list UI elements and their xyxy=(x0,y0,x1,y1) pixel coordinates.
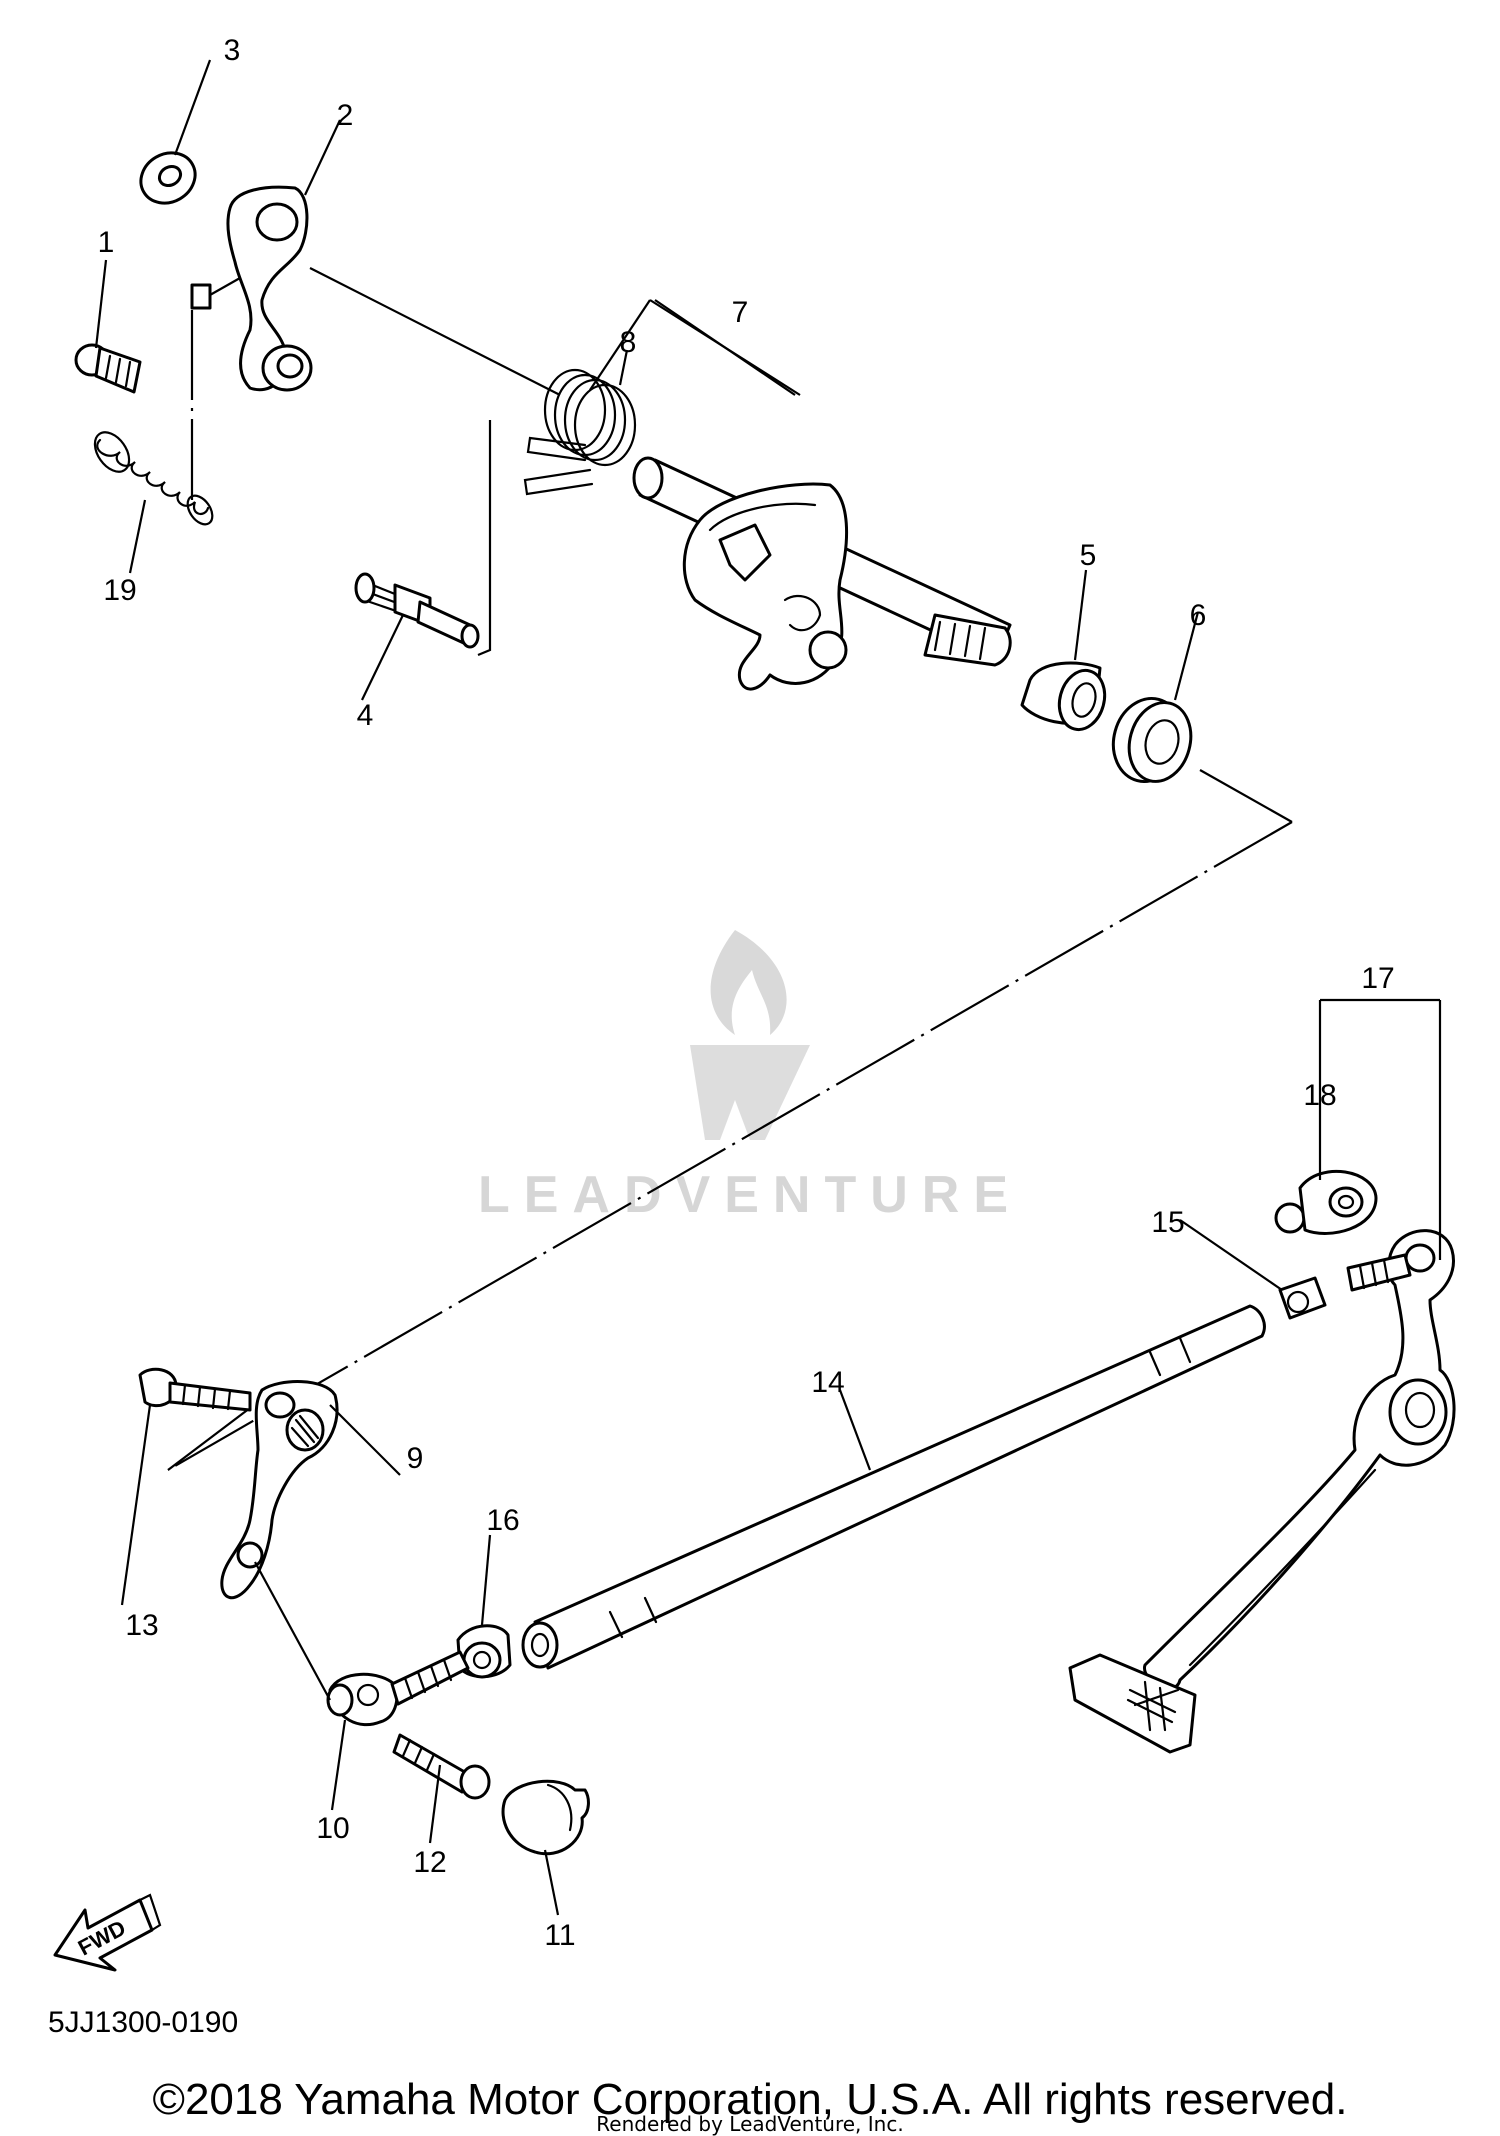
callout-13: 13 xyxy=(125,1609,158,1642)
part-2-stopper-lever[interactable] xyxy=(190,185,313,392)
part-17-shift-pedal[interactable] xyxy=(1068,1229,1456,1754)
figure-code: 5JJ1300-0190 xyxy=(48,2006,239,2039)
callout-11: 11 xyxy=(544,1919,575,1952)
copyright-text: ©2018 Yamaha Motor Corporation, U.S.A. A… xyxy=(152,2075,1348,2124)
part-4-stopper-bolt[interactable] xyxy=(354,572,480,649)
callout-19: 19 xyxy=(103,574,136,607)
callout-8: 8 xyxy=(620,326,637,359)
callout-4: 4 xyxy=(357,699,374,732)
part-5-bush[interactable] xyxy=(1020,661,1111,735)
part-9-shift-arm[interactable] xyxy=(220,1380,339,1599)
callout-18: 18 xyxy=(1303,1079,1336,1112)
part-6-oil-seal[interactable] xyxy=(1104,691,1199,790)
part-8-torsion-spring[interactable] xyxy=(523,368,637,496)
callout-3: 3 xyxy=(224,34,241,67)
part-7-shift-shaft[interactable] xyxy=(632,456,1012,691)
part-1-collar[interactable] xyxy=(74,343,142,394)
callout-6: 6 xyxy=(1190,599,1207,632)
callout-7: 7 xyxy=(732,296,749,329)
part-18-pivot-bush[interactable] xyxy=(1274,1169,1378,1235)
part-15-nut[interactable] xyxy=(1278,1276,1327,1320)
part-19-spring[interactable] xyxy=(88,426,217,529)
callout-1: 1 xyxy=(98,226,115,259)
callout-16: 16 xyxy=(486,1504,519,1537)
callout-17: 17 xyxy=(1361,962,1394,995)
callout-5: 5 xyxy=(1080,539,1097,572)
watermark-logo xyxy=(690,930,810,1140)
part-11-cap[interactable] xyxy=(501,1779,590,1856)
part-17-pedal-bolt[interactable] xyxy=(1346,1253,1412,1292)
callout-14: 14 xyxy=(811,1366,844,1399)
part-3-washer[interactable] xyxy=(132,143,204,213)
part-14-shift-rod[interactable] xyxy=(521,1304,1266,1670)
callout-10: 10 xyxy=(316,1812,349,1845)
fwd-arrow-icon: FWD xyxy=(53,1893,162,1972)
callout-15: 15 xyxy=(1151,1206,1184,1239)
part-10-rod-end[interactable] xyxy=(326,1650,470,1727)
callout-2: 2 xyxy=(337,99,354,132)
part-12-bolt[interactable] xyxy=(392,1733,491,1800)
callout-12: 12 xyxy=(413,1846,446,1879)
callout-9: 9 xyxy=(407,1442,424,1475)
part-13-bolt[interactable] xyxy=(138,1367,252,1412)
part-16-nut[interactable] xyxy=(456,1624,512,1679)
watermark-text: LEADVENTURE xyxy=(478,1166,1022,1224)
rendered-by-text: Rendered by LeadVenture, Inc. xyxy=(596,2112,904,2136)
